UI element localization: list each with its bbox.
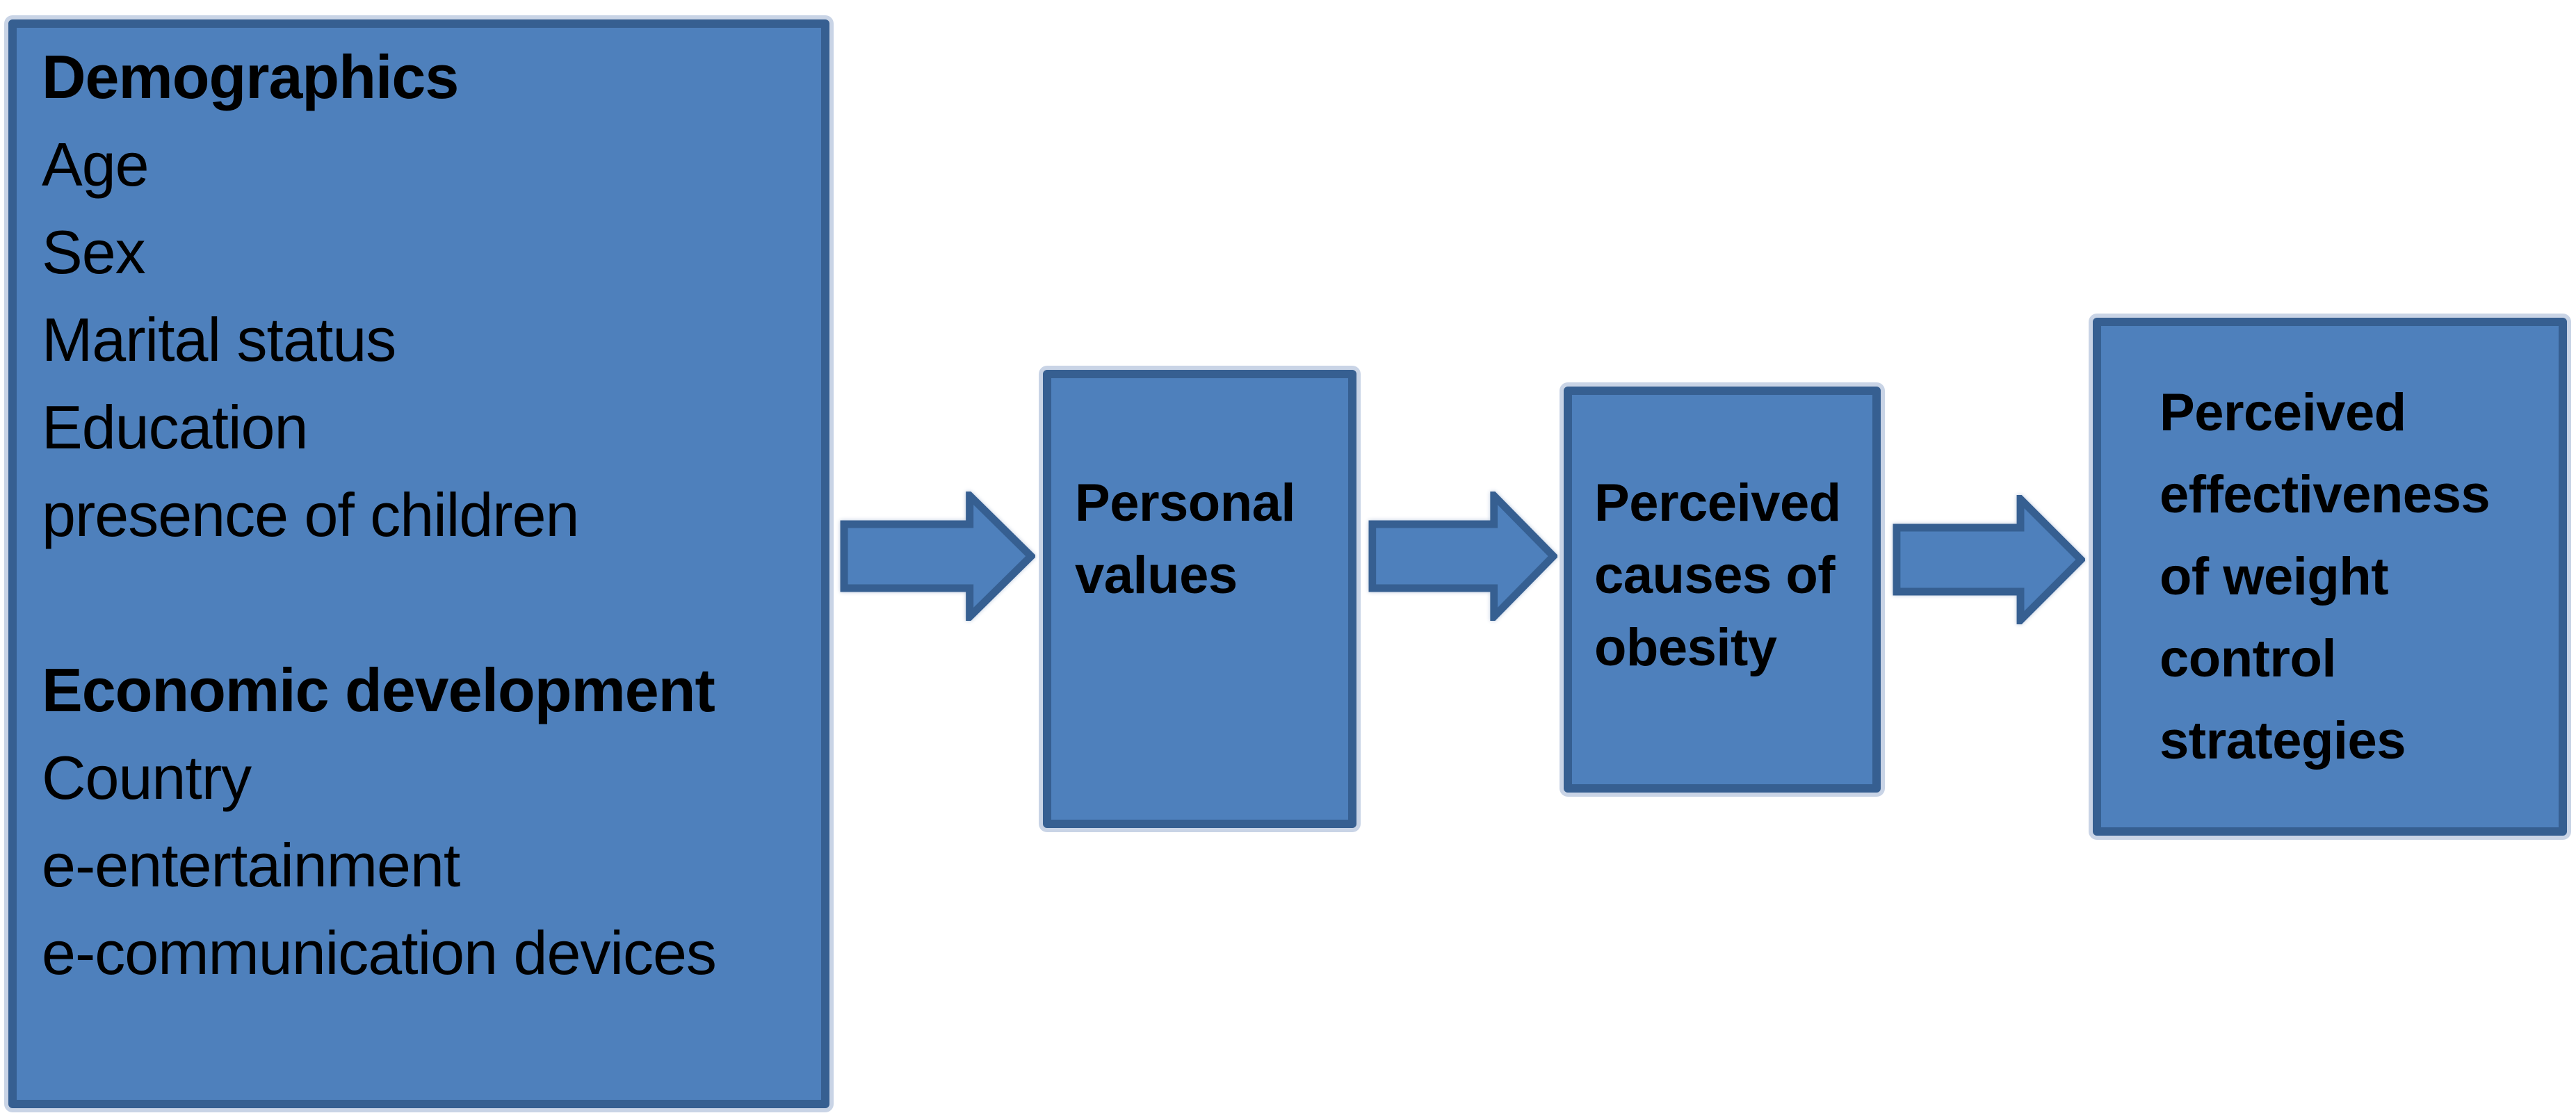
- predictor-country: Country: [42, 743, 252, 812]
- perceived-effectiveness-line-1: Perceived: [2160, 382, 2406, 442]
- predictor-e-entertainment: e-entertainment: [42, 831, 460, 900]
- predictor-marital-status: Marital status: [42, 305, 396, 374]
- perceived-effectiveness-line-2: effectiveness: [2160, 464, 2490, 524]
- predictor-education: Education: [42, 393, 308, 462]
- perceived-causes-box: Perceived causes of obesity: [1564, 387, 1881, 793]
- perceived-effectiveness-line-3: of weight: [2160, 546, 2389, 606]
- perceived-effectiveness-box: Perceived effectiveness of weight contro…: [2093, 318, 2567, 836]
- perceived-causes-line-2: causes of: [1594, 546, 1836, 605]
- perceived-effectiveness-line-4: control: [2160, 628, 2337, 688]
- predictor-sex: Sex: [42, 218, 146, 286]
- predictor-e-communication: e-communication devices: [42, 918, 717, 987]
- flow-arrow-2-right-arrow-icon: [1368, 492, 1557, 621]
- perceived-effectiveness-line-5: strategies: [2160, 711, 2406, 770]
- predictor-children: presence of children: [42, 480, 579, 549]
- flow-arrow-1-right-arrow-icon: [840, 492, 1035, 621]
- personal-values-line-1: Personal: [1075, 473, 1296, 533]
- personal-values-box: Personal values: [1043, 370, 1356, 828]
- perceived-causes-line-3: obesity: [1594, 618, 1777, 677]
- demographics-header: Demographics: [42, 42, 459, 111]
- flow-arrow-3-right-arrow-icon: [1893, 495, 2085, 624]
- spacer-line: [42, 559, 807, 647]
- personal-values-line-2: values: [1075, 546, 1238, 605]
- predictor-age: Age: [42, 130, 149, 199]
- economic-development-header: Economic development: [42, 656, 715, 724]
- predictors-box: Demographics Age Sex Marital status Educ…: [8, 19, 829, 1108]
- perceived-causes-line-1: Perceived: [1594, 473, 1841, 533]
